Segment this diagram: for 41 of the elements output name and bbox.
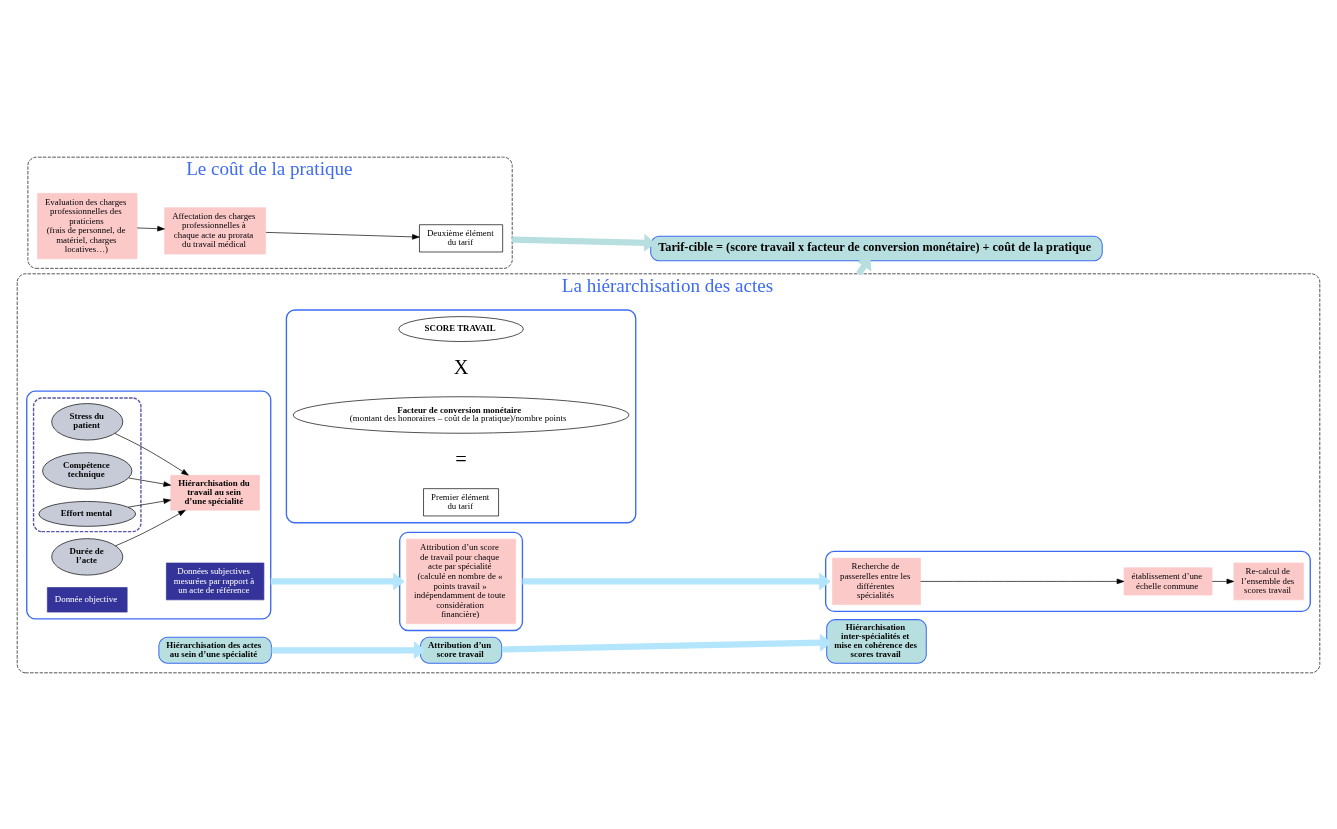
node-box: Données subjectives mesurées par rapport à un acte de référence [166,562,265,600]
arrow [1211,578,1235,584]
node-box: Hiérarchisation inter-spécialités et mise en cohérence des scores travail [826,618,927,664]
cluster [26,389,272,620]
node-box: Deuxième élément du tarif [419,223,503,252]
arrow [136,225,165,231]
cluster [399,531,524,631]
arrow [501,633,832,652]
arrow [127,498,171,507]
arrow [114,432,189,475]
node-ellipse: Stress du patient [51,402,124,440]
arrow [920,578,1125,584]
arrow [265,231,420,240]
arrow [522,571,831,590]
node-ellipse: Compétence technique [42,451,133,489]
node-box: Premier élément du tarif [423,487,499,516]
node-box: Evaluation des charges professionnelles des praticiens (frais de personnel, de matériel, charges locatives…) [37,192,138,259]
arrow [271,640,426,659]
node-ellipse: SCORE TRAVAIL [398,315,524,342]
node-box: Tarif-cible = (score travail x facteur de conversion monétaire) + coût de la pratique [650,235,1103,261]
node-box: Hiérarchisation du travail au sein d’une spécialité [170,474,260,510]
node-box: établissement d’une échelle commune [1123,566,1213,595]
node-box: Donnée objective [47,586,128,612]
label: X [453,355,469,378]
label: = [455,447,467,470]
arrow [128,477,171,487]
cluster [32,396,142,532]
node-box: Attribution d’un score travail [419,636,503,664]
node-ellipse: Facteur de conversion monétaire (montant des honoraires – coût de la pratique)/nombre points [292,395,630,434]
arrow [512,233,656,252]
node-ellipse: Effort mental [38,500,136,527]
cluster [825,550,1311,612]
node-box: Re-calcul de l’ensemble des scores travail [1233,562,1304,600]
cluster [285,308,637,523]
node-box: Recherche de passerelles entre les différentes spécialités [832,557,921,605]
node-box: Affectation des charges professionnelles à chaque acte au prorata du travail médical [164,206,266,254]
arrow [115,509,186,546]
node-box: Hiérarchisation des actes au sein d’une spécialité [158,636,272,664]
node-ellipse: Durée de l’acte [51,537,124,575]
node-box: Attribution d’un score de travail pour chaque acte par spécialité (calculé en nombre de « points travail » indépendamment de toute considération financière) [406,538,516,624]
arrow [270,571,405,590]
